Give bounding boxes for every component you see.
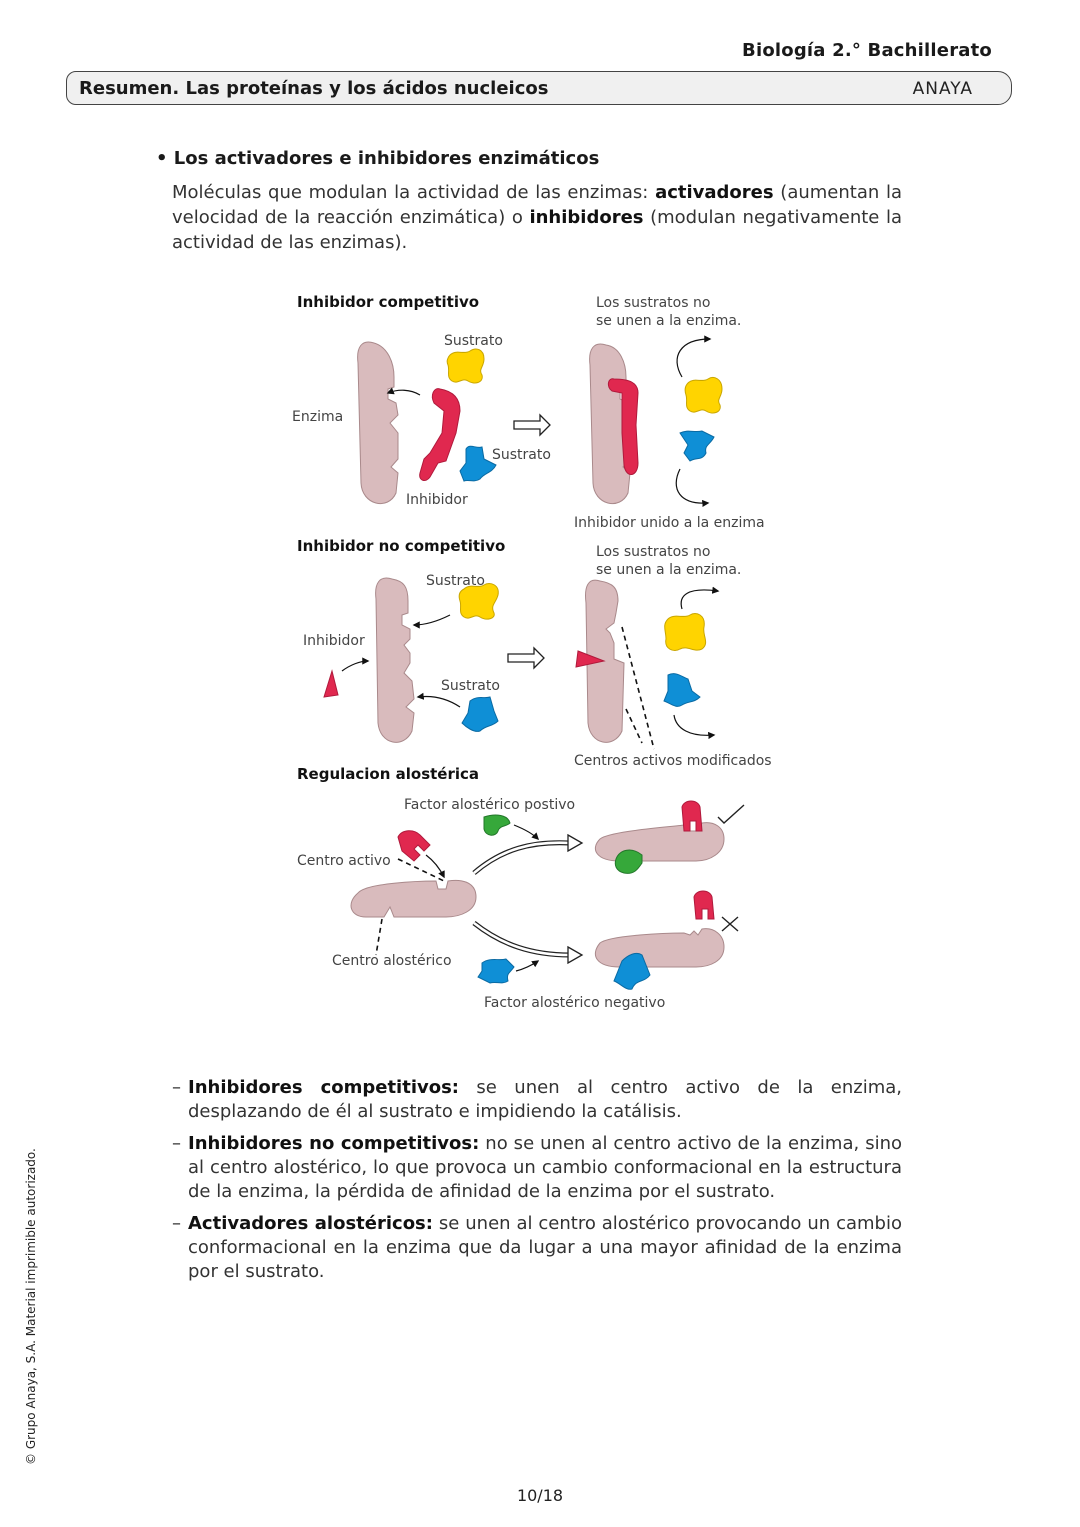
nc-note-line2: se unen a la enzima. bbox=[596, 562, 741, 578]
inhibitor-bound bbox=[607, 378, 639, 475]
transition-arrow bbox=[513, 413, 551, 437]
competitive-result: Inhibidor unido a la enzima bbox=[574, 515, 765, 531]
note-line2: se unen a la enzima. bbox=[596, 313, 741, 329]
nc-arrow-top bbox=[412, 614, 451, 629]
active-site-leader bbox=[397, 858, 445, 882]
intro-text-1: Moléculas que modulan la actividad de la… bbox=[172, 182, 656, 203]
publisher-logo: ANAYA bbox=[912, 79, 973, 99]
substrate-blue-free bbox=[679, 430, 715, 462]
negative-factor-label: Factor alostérico negativo bbox=[484, 995, 665, 1011]
negative-arrow bbox=[515, 960, 540, 972]
title-bar: Resumen. Las proteínas y los ácidos nucl… bbox=[66, 71, 1012, 105]
section-heading: • Los activadores e inhibidores enzimáti… bbox=[156, 148, 600, 169]
nc-release-arrow-up bbox=[680, 586, 720, 610]
intro-bold-inhibitors: inhibidores bbox=[529, 207, 644, 228]
nc-substrate-blue-free bbox=[663, 673, 701, 707]
subject-label: Biología 2.° Bachillerato bbox=[742, 40, 992, 61]
figure-svg: Inhibidor competitivo Enzima Sustrato In… bbox=[292, 293, 772, 1011]
ligand-arrow bbox=[425, 854, 445, 879]
enzyme-shape-nc bbox=[375, 577, 415, 743]
intro-paragraph: Moléculas que modulan la actividad de la… bbox=[172, 180, 902, 255]
cross-mark-icon bbox=[721, 916, 739, 932]
substrate-blue bbox=[459, 445, 497, 482]
enzyme-activated bbox=[595, 822, 725, 862]
substrate-yellow-free bbox=[684, 376, 723, 414]
bullet-3-bold: Activadores alostéricos: bbox=[188, 1213, 433, 1234]
allosteric-enzyme bbox=[350, 879, 477, 918]
nc-arrow-inhibitor bbox=[341, 657, 370, 672]
release-arrow-up bbox=[676, 335, 712, 378]
nc-substrate-top-label: Sustrato bbox=[426, 573, 485, 589]
competitive-title: Inhibidor competitivo bbox=[297, 293, 479, 311]
substrate-top-label: Sustrato bbox=[444, 333, 503, 349]
negative-factor-shape bbox=[477, 958, 515, 984]
ligand-unbound bbox=[693, 890, 715, 920]
bullet-competitive: –Inhibidores competitivos: se unen al ce… bbox=[172, 1077, 902, 1122]
enzyme-inhibited bbox=[595, 928, 725, 968]
bullet-allosteric: –Activadores alostéricos: se unen al cen… bbox=[172, 1213, 902, 1282]
ligand-bound bbox=[681, 800, 703, 832]
positive-factor-shape bbox=[483, 814, 511, 836]
allosteric-ligand bbox=[397, 830, 431, 862]
section-heading-text: Los activadores e inhibidores enzimático… bbox=[173, 148, 600, 169]
enzyme-label: Enzima bbox=[292, 409, 343, 425]
substrate-bottom-label: Sustrato bbox=[492, 447, 551, 463]
nc-inhibitor-shape bbox=[323, 669, 339, 698]
noncompetitive-title: Inhibidor no competitivo bbox=[297, 537, 505, 555]
bullet-noncompetitive: –Inhibidores no competitivos: no se unen… bbox=[172, 1133, 903, 1202]
up-arrow-head bbox=[567, 833, 584, 853]
intro-text-2: (aumentan la velocidad de la reacción en… bbox=[172, 182, 902, 228]
page-title: Resumen. Las proteínas y los ácidos nucl… bbox=[79, 78, 549, 99]
bullet-2-text: no se unen al centro activo de la enzima… bbox=[188, 1133, 903, 1202]
bullet-list: –Inhibidores competitivos: se unen al ce… bbox=[172, 1076, 902, 1292]
positive-factor-bound bbox=[614, 849, 643, 874]
page-number: 10/18 bbox=[516, 1486, 564, 1505]
nc-inhibitor-label: Inhibidor bbox=[303, 633, 365, 649]
intro-text-3: (modulan negativamente la actividad de l… bbox=[172, 207, 902, 253]
bullet-1-text: se unen al centro activo de la enzima, d… bbox=[188, 1077, 902, 1122]
nc-substrate-blue bbox=[461, 696, 499, 732]
enzyme-regulation-figure: Inhibidor competitivo Enzima Sustrato In… bbox=[270, 283, 810, 1023]
allosteric-site-label: Centro alostérico bbox=[332, 953, 452, 969]
bullet-1-bold: Inhibidores competitivos: bbox=[188, 1077, 460, 1098]
allosteric-site-leader bbox=[375, 918, 383, 956]
positive-factor-label: Factor alostérico postivo bbox=[404, 797, 575, 813]
nc-substrate-yellow bbox=[458, 582, 499, 620]
down-arrow-head bbox=[567, 945, 584, 965]
inhibitor-label: Inhibidor bbox=[406, 492, 468, 508]
active-site-label: Centro activo bbox=[297, 853, 391, 869]
down-arrow-fill bbox=[473, 921, 571, 957]
nc-arrow-bottom bbox=[416, 692, 461, 708]
down-arrow-outline bbox=[472, 921, 571, 958]
bullet-2-bold: Inhibidores no competitivos: bbox=[188, 1133, 480, 1154]
note-line1: Los sustratos no bbox=[596, 295, 710, 311]
up-arrow-fill bbox=[473, 841, 571, 874]
check-mark-icon bbox=[717, 804, 745, 824]
release-arrow-down bbox=[675, 468, 710, 507]
substrate-yellow bbox=[446, 348, 485, 384]
nc-inhibitor-bound bbox=[575, 650, 606, 668]
nc-substrate-yellow-free bbox=[664, 613, 707, 652]
negative-factor-bound bbox=[613, 952, 651, 990]
positive-arrow bbox=[513, 824, 540, 841]
noncompetitive-result: Centros activos modificados bbox=[574, 753, 772, 769]
modified-sites-leaders bbox=[621, 626, 655, 750]
inhibitor-shape bbox=[419, 388, 461, 481]
bullet-3-text: se unen al centro alostérico provocando … bbox=[188, 1213, 902, 1282]
allosteric-title: Regulacion alostérica bbox=[297, 765, 479, 783]
intro-bold-activators: activadores bbox=[655, 182, 774, 203]
nc-note-line1: Los sustratos no bbox=[596, 544, 710, 560]
enzyme-shape bbox=[357, 341, 399, 504]
nc-release-arrow-down bbox=[673, 714, 716, 740]
nc-transition-arrow bbox=[507, 646, 545, 670]
binding-arrow bbox=[386, 387, 421, 396]
nc-substrate-bottom-label: Sustrato bbox=[441, 678, 500, 694]
copyright-notice: © Grupo Anaya, S.A. Material imprimible … bbox=[24, 1148, 38, 1465]
